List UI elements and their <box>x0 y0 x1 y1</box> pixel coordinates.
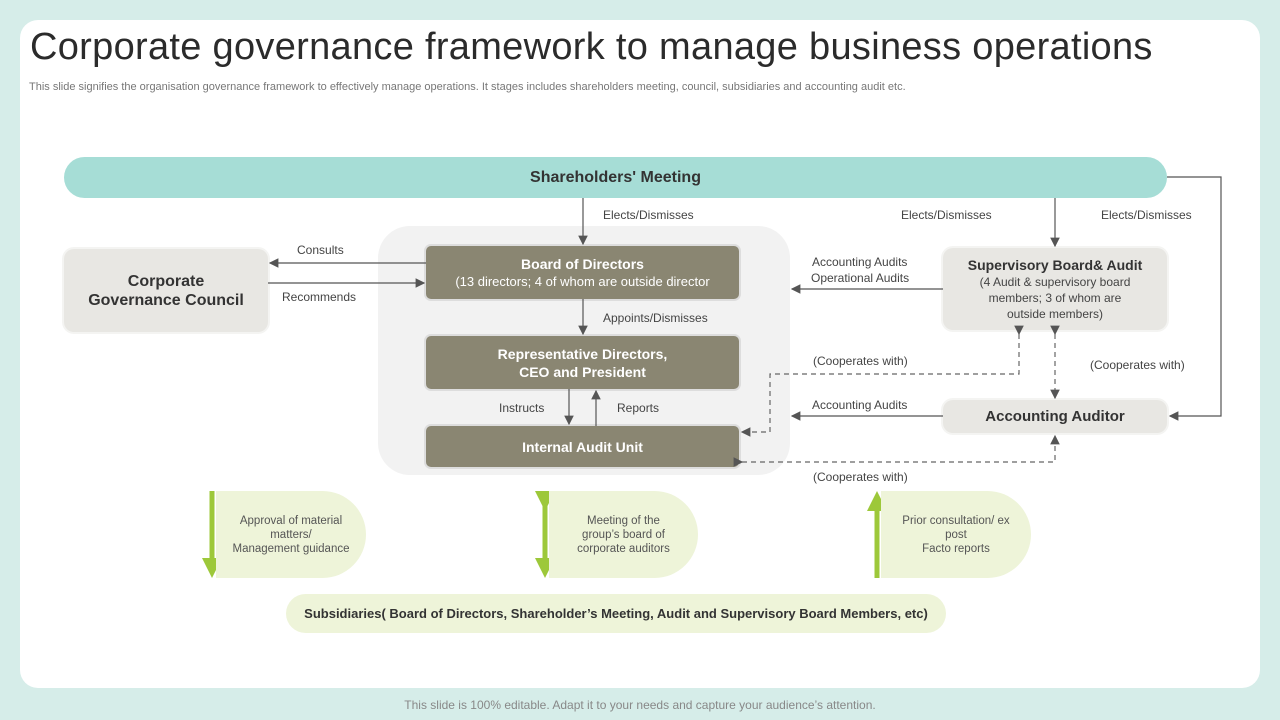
pill-approval-line-3: Management guidance <box>232 542 350 555</box>
pill-prior-line-1: Prior consultation/ ex <box>902 514 1010 527</box>
board-detail: (13 directors; 4 of whom are outside dir… <box>455 273 710 289</box>
label-cooperates-2: (Cooperates with) <box>1090 358 1185 372</box>
pill-approval-line-2: matters/ <box>270 528 312 541</box>
label-accounting-audits-1: Accounting Audits <box>812 255 908 269</box>
pill-prior-line-3: Facto reports <box>922 542 990 555</box>
label-appoints: Appoints/Dismisses <box>603 311 708 325</box>
pill-prior-consultation: Prior consultation/ ex post Facto report… <box>881 491 1031 578</box>
council-line-2: Governance Council <box>88 291 244 309</box>
board-of-directors-node: Board of Directors (13 directors; 4 of w… <box>426 246 739 299</box>
pill-approval: Approval of material matters/ Management… <box>216 491 366 578</box>
supervisory-detail-1: (4 Audit & supervisory board <box>979 275 1131 289</box>
dashed-coop-supervisory-internal <box>740 325 1024 437</box>
label-instructs: Instructs <box>499 401 545 415</box>
supervisory-title: Supervisory Board& Audit <box>967 257 1143 273</box>
label-cooperates-1: (Cooperates with) <box>813 354 908 368</box>
council-line-1: Corporate <box>127 272 205 290</box>
subsidiaries-node: Subsidiaries( Board of Directors, Shareh… <box>286 594 946 633</box>
label-consults: Consults <box>297 243 344 257</box>
corporate-governance-council-node: Corporate Governance Council <box>64 249 268 332</box>
pill-meeting-line-3: corporate auditors <box>577 542 670 555</box>
supervisory-detail-2: members; 3 of whom are <box>988 291 1122 305</box>
pill-prior-line-2: post <box>945 528 967 541</box>
label-cooperates-3: (Cooperates with) <box>813 470 908 484</box>
rep-line-1: Representative Directors, <box>497 345 668 362</box>
dashed-coop-auditor-internal <box>733 434 1060 467</box>
page-title: Corporate governance framework to manage… <box>30 26 1153 68</box>
pill-meeting-line-1: Meeting of the <box>587 514 660 527</box>
board-title: Board of Directors <box>521 255 644 272</box>
label-recommends: Recommends <box>282 290 357 304</box>
pill-meeting-line-2: group’s board of <box>582 528 665 541</box>
label-accounting-audits-2: Accounting Audits <box>812 398 908 412</box>
page-subtitle: This slide signifies the organisation go… <box>29 81 906 93</box>
rep-line-2: CEO and President <box>519 363 646 380</box>
footer-note: This slide is 100% editable. Adapt it to… <box>404 698 876 712</box>
shareholders-meeting-node: Shareholders' Meeting <box>64 157 1167 198</box>
representative-directors-node: Representative Directors, CEO and Presid… <box>426 336 739 389</box>
supervisory-detail-3: outside members) <box>1006 307 1104 321</box>
label-operational-audits: Operational Audits <box>811 271 910 285</box>
arrow-shareholders-auditor <box>1167 176 1222 421</box>
internal-audit-unit-node: Internal Audit Unit <box>426 426 739 467</box>
label-elects-3: Elects/Dismisses <box>1101 208 1192 222</box>
pill-meeting: Meeting of the group’s board of corporat… <box>549 491 698 578</box>
label-elects-1: Elects/Dismisses <box>603 208 694 222</box>
pill-approval-line-1: Approval of material <box>239 514 343 527</box>
label-elects-2: Elects/Dismisses <box>901 208 992 222</box>
supervisory-board-node: Supervisory Board& Audit (4 Audit & supe… <box>943 248 1167 330</box>
label-reports: Reports <box>617 401 660 415</box>
